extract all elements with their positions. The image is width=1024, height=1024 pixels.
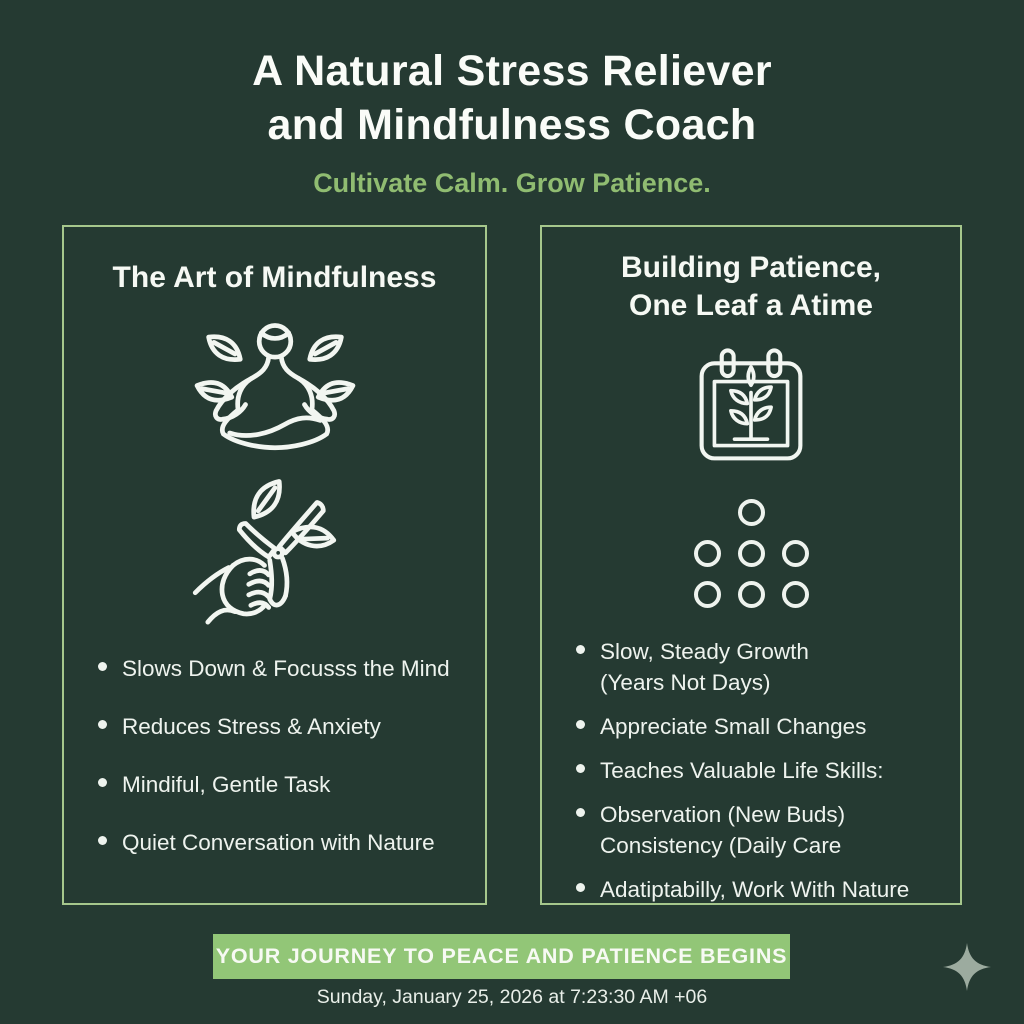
list-item: Reduces Stress & Anxiety [98, 711, 459, 742]
dots-row [693, 581, 809, 609]
bullet-text: Teaches Valuable Life Skills: [600, 758, 884, 784]
bullet-text: Adatiptabilly, Work With Nature [600, 877, 910, 903]
bullet-dot-icon [576, 645, 585, 655]
list-item: Slow, Steady Growth (Years Not Days) [576, 636, 934, 698]
patience-bullet-list: Slow, Steady Growth (Years Not Days) App… [542, 636, 960, 918]
page-title-line2: and Mindfulness Coach [267, 101, 757, 150]
dot-ring-icon [737, 581, 765, 609]
bullet-dot-icon [576, 764, 585, 774]
sparkle-icon [943, 943, 991, 991]
bullet-dot-icon [98, 720, 107, 730]
list-item: Slows Down & Focusss the Mind [98, 653, 459, 684]
patience-panel-title-line2: One Leaf a Atime [629, 289, 873, 323]
bullet-text: Mindiful, Gentle Task [122, 772, 331, 798]
bullet-dot-icon [98, 836, 107, 846]
bullet-text: Observation (New Buds) [600, 802, 846, 828]
growth-dots-grid-icon [693, 499, 809, 609]
bullet-text: Consistency (Daily Care [600, 833, 842, 859]
dot-ring-icon [693, 540, 721, 568]
page-subtitle: Cultivate Calm. Grow Patience. [313, 168, 711, 199]
dots-row [693, 540, 809, 568]
bullet-text: (Years Not Days) [600, 670, 771, 696]
journey-banner: YOUR JOURNEY TO PEACE AND PATIENCE BEGIN… [213, 934, 790, 979]
bullet-dot-icon [576, 808, 585, 818]
patience-panel: Building Patience, One Leaf a Atime [540, 225, 962, 905]
list-item: Quiet Conversation with Nature [98, 827, 459, 858]
patience-panel-title: Building Patience, One Leaf a Atime [621, 249, 881, 325]
journey-banner-text: YOUR JOURNEY TO PEACE AND PATIENCE BEGIN… [215, 944, 788, 968]
calendar-with-sapling-icon [687, 345, 815, 473]
header: A Natural Stress Reliever and Mindfulnes… [0, 44, 1024, 199]
bullet-dot-icon [98, 662, 107, 672]
list-item: Teaches Valuable Life Skills: [576, 755, 934, 786]
dot-ring-icon [781, 540, 809, 568]
list-item: Observation (New Buds) Consistency (Dail… [576, 799, 934, 861]
hand-holding-pruning-shears-icon [191, 477, 359, 635]
mindfulness-panel: The Art of Mindfulness [62, 225, 487, 905]
bullet-dot-icon [98, 778, 107, 788]
dot-ring-icon [737, 499, 765, 527]
dot-ring-icon [693, 581, 721, 609]
dot-ring-icon [737, 540, 765, 568]
meditation-lotus-with-leaves-icon [185, 315, 365, 473]
dot-ring-icon [781, 581, 809, 609]
patience-panel-title-line1: Building Patience, [620, 251, 882, 284]
date-caption: Sunday, January 25, 2026 at 7:23:30 AM +… [316, 986, 708, 1008]
bullet-text: Quiet Conversation with Nature [122, 830, 435, 856]
bullet-text: Slow, Steady Growth [600, 639, 809, 665]
page-title: A Natural Stress Reliever and Mindfulnes… [0, 44, 1024, 152]
mindfulness-bullet-list: Slows Down & Focusss the Mind Reduces St… [64, 653, 485, 885]
list-item: Appreciate Small Changes [576, 711, 934, 742]
list-item: Mindiful, Gentle Task [98, 769, 459, 800]
bullet-dot-icon [576, 720, 585, 730]
bullet-text: Slows Down & Focusss the Mind [122, 656, 450, 682]
page-title-line1: A Natural Stress Reliever [252, 47, 772, 95]
list-item: Adatiptabilly, Work With Nature [576, 874, 934, 905]
bullet-text: Reduces Stress & Anxiety [122, 714, 381, 740]
dots-row [737, 499, 765, 527]
mindfulness-panel-title: The Art of Mindfulness [112, 261, 437, 294]
bullet-dot-icon [576, 883, 585, 893]
bullet-text: Appreciate Small Changes [600, 714, 867, 740]
